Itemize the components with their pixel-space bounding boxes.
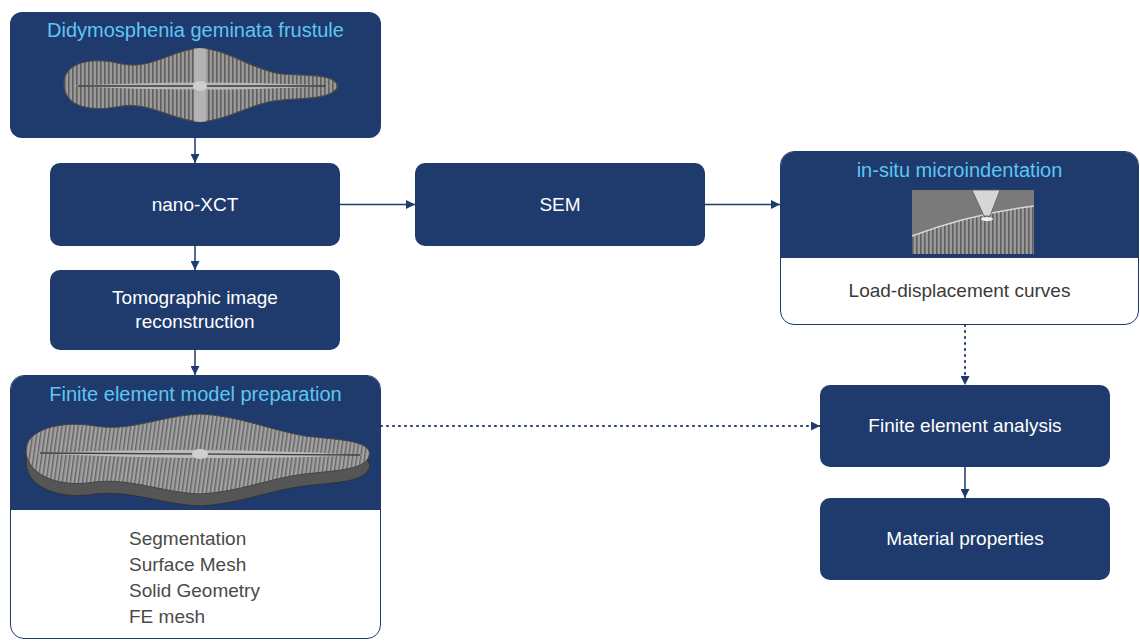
box-title: in-situ microindentation <box>847 158 1073 258</box>
headed-box: Finite element model preparationSegmenta… <box>10 375 381 639</box>
list-item: FE mesh <box>129 604 205 630</box>
box-label: Material properties <box>886 527 1043 551</box>
list-item: Surface Mesh <box>129 552 246 578</box>
process-box: Material properties <box>820 498 1110 580</box>
box-body: Load-displacement curves <box>849 278 1071 304</box>
body-area: Load-displacement curves <box>781 258 1138 324</box>
headed-box: in-situ microindentationLoad-displacemen… <box>780 151 1139 325</box>
process-box: nano-XCT <box>50 163 340 246</box>
process-box: SEM <box>415 163 705 246</box>
dotted-arrow <box>964 325 966 385</box>
indentation-illustration <box>912 190 1034 254</box>
flow-arrow <box>194 246 196 270</box>
box-label: Tomographic image reconstruction <box>68 286 322 334</box>
frustule-illustration <box>64 46 338 126</box>
box-title: Didymosphenia geminata frustule <box>47 18 344 42</box>
box-label: Finite element analysis <box>868 414 1061 438</box>
process-box: Tomographic image reconstruction <box>50 270 340 350</box>
flow-arrow <box>705 204 780 206</box>
dotted-arrow <box>381 425 820 427</box>
flow-arrow <box>964 467 966 498</box>
list-item: Solid Geometry <box>129 578 260 604</box>
body-area: SegmentationSurface MeshSolid GeometryFE… <box>11 510 380 638</box>
box-label: SEM <box>539 193 580 217</box>
title-box: Didymosphenia geminata frustule <box>10 12 381 138</box>
box-title: Finite element model preparation <box>39 382 351 510</box>
list-item: Segmentation <box>129 526 246 552</box>
flow-arrow <box>340 204 415 206</box>
flow-arrow <box>194 350 196 375</box>
header-band: in-situ microindentation <box>781 152 1138 258</box>
flow-arrow <box>194 138 196 163</box>
box-label: nano-XCT <box>152 193 239 217</box>
fe-model-illustration <box>26 414 370 506</box>
process-box: Finite element analysis <box>820 385 1110 467</box>
header-band: Finite element model preparation <box>11 376 380 510</box>
